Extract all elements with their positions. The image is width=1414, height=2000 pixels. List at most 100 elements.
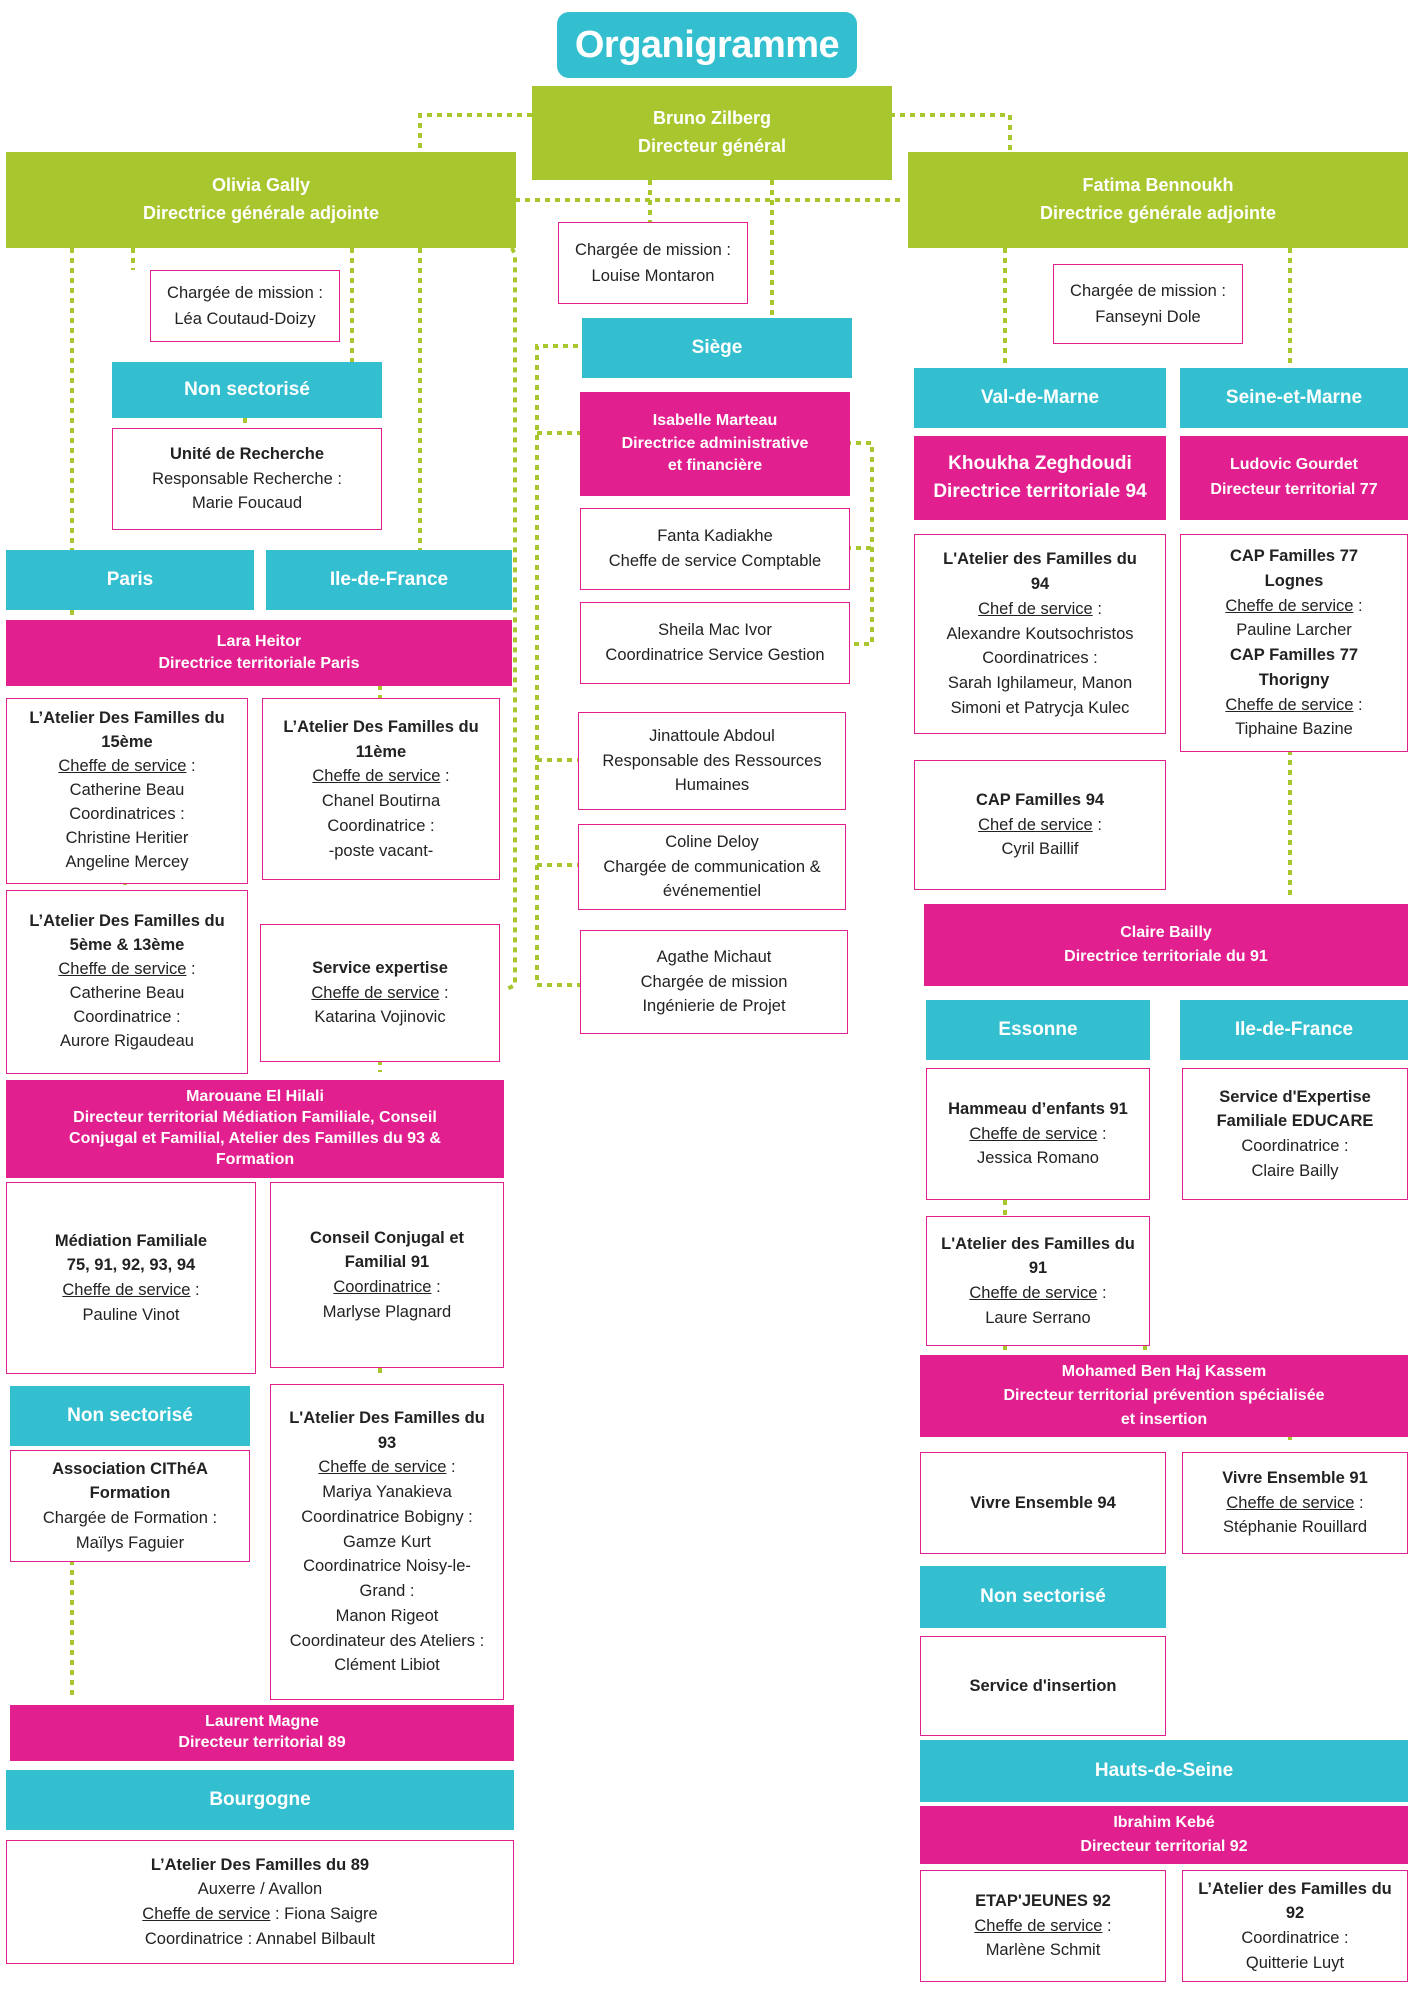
kassem-name: Mohamed Ben Haj Kassem: [1061, 1363, 1267, 1380]
cap94-t1: CAP Familles 94: [975, 790, 1105, 809]
abdoul-r2: Humaines: [674, 776, 750, 795]
atelier94-l5: Simoni et Patrycja Kulec: [950, 698, 1130, 717]
cap77-t4: Thorigny: [1258, 670, 1330, 689]
unit-cap-familles-94: CAP Familles 94 Chef de service : Cyril …: [914, 760, 1166, 890]
mission-dg-box: Chargée de mission : Louise Montaron: [558, 222, 748, 304]
zone-val-de-marne: Val-de-Marne: [914, 368, 1166, 428]
elhilali-r2: Conjugal et Familial, Atelier des Famill…: [69, 1130, 441, 1147]
michaut-r2: Ingénierie de Projet: [642, 997, 786, 1016]
zone-non-sectorise-left: Non sectorisé: [112, 362, 382, 418]
atelier5-title1: L’Atelier Des Familles du: [29, 912, 225, 931]
cap77-l1b: :: [1353, 596, 1363, 615]
vivre91-t1: Vivre Ensemble 91: [1222, 1468, 1368, 1487]
deputy-left-role: Directrice générale adjointe: [142, 203, 380, 223]
mission-dg-title: Chargée de mission :: [575, 240, 731, 259]
etap-l1: Cheffe de service: [974, 1916, 1103, 1935]
manager-magne: Laurent Magne Directeur territorial 89: [10, 1705, 514, 1761]
atelier93-l1: Cheffe de service: [318, 1458, 447, 1477]
atelier93-t2: 93: [377, 1433, 397, 1452]
cap77-l2: Pauline Larcher: [1236, 621, 1352, 640]
unit-abdoul: Jinattoule Abdoul Responsable des Ressou…: [578, 712, 846, 810]
atelier92-l2: Quitterie Luyt: [1245, 1953, 1345, 1972]
etap-l2: Marlène Schmit: [985, 1941, 1101, 1960]
atelier91-l2: Laure Serrano: [985, 1308, 1091, 1327]
atelier5-l3: Coordinatrice :: [73, 1007, 181, 1026]
cap77-t3: CAP Familles 77: [1229, 646, 1359, 664]
atelier15-l5: Angeline Mercey: [65, 852, 189, 871]
atelier15-l3: Coordinatrices :: [69, 804, 185, 823]
mediation-t1: Médiation Familiale: [54, 1231, 208, 1250]
atelier91-t1: L'Atelier des Familles du: [941, 1234, 1135, 1253]
atelier94-l1b: :: [1092, 599, 1102, 618]
atelier5-l2: Catherine Beau: [69, 984, 185, 1002]
atelier93-l5: Coordinatrice Noisy-le-: [303, 1557, 471, 1576]
cap94-l2: Cyril Baillif: [1001, 840, 1079, 859]
unit-conseil-conjugal: Conseil Conjugal et Familial 91 Coordina…: [270, 1182, 504, 1368]
expertise-l1: Cheffe de service: [311, 983, 440, 1002]
atelier11-l1: Cheffe de service: [312, 767, 441, 786]
atelier89-t1: L’Atelier Des Familles du 89: [150, 1855, 370, 1874]
deloy-r1: Chargée de communication &: [603, 857, 821, 876]
manager-marteau: Isabelle Marteau Directrice administrati…: [580, 392, 850, 496]
kadiakhe-name: Fanta Kadiakhe: [657, 527, 773, 546]
atelier92-l1: Coordinatrice :: [1241, 1929, 1349, 1947]
conseil-t1: Conseil Conjugal et: [309, 1228, 464, 1247]
atelier93-l6: Grand :: [359, 1582, 415, 1601]
director-general-role: Directeur général: [637, 136, 787, 156]
zone-hauts-de-seine: Hauts-de-Seine: [920, 1740, 1408, 1802]
zeghdoudi-name: Khoukha Zeghdoudi: [948, 452, 1132, 474]
atelier94-t2: 94: [1030, 575, 1050, 594]
atelier89-l1: Auxerre / Avallon: [197, 1880, 323, 1899]
kadiakhe-role: Cheffe de service Comptable: [608, 552, 822, 570]
mission-dg-name: Louise Montaron: [591, 267, 715, 285]
atelier89-l2b: : Fiona Saigre: [270, 1905, 378, 1923]
atelier93-l8: Coordinateur des Ateliers :: [289, 1631, 485, 1650]
cap77-t1: CAP Familles 77: [1229, 547, 1359, 565]
unit-atelier-89: L’Atelier Des Familles du 89 Auxerre / A…: [6, 1840, 514, 1964]
zone-seine-et-marne: Seine-et-Marne: [1180, 368, 1408, 428]
unit-mediation-familiale: Médiation Familiale 75, 91, 92, 93, 94 C…: [6, 1182, 256, 1374]
director-general-box: Bruno Zilberg Directeur général: [532, 86, 892, 180]
mission-right-name: Fanseyni Dole: [1095, 308, 1201, 326]
vivre94-t1: Vivre Ensemble 94: [970, 1493, 1116, 1512]
cap77-t2: Lognes: [1264, 571, 1324, 590]
atelier94-l1: Chef de service: [978, 599, 1093, 618]
atelier89-l2: Cheffe de service: [142, 1905, 271, 1923]
unit-recherche-name: Marie Foucaud: [191, 494, 303, 513]
abdoul-r1: Responsable des Ressources: [602, 751, 822, 770]
manager-gourdet: Ludovic Gourdet Directeur territorial 77: [1180, 436, 1408, 520]
atelier94-l4: Sarah Ighilameur, Manon: [947, 674, 1133, 693]
unit-mac-ivor: Sheila Mac Ivor Coordinatrice Service Ge…: [580, 602, 850, 684]
cithea-t2: Formation: [89, 1484, 171, 1503]
mission-left-name: Léa Coutaud-Doizy: [174, 310, 316, 328]
educare-t2: Familiale EDUCARE: [1216, 1112, 1374, 1131]
atelier93-l4: Gamze Kurt: [342, 1532, 432, 1551]
conseil-l1b: :: [431, 1278, 441, 1296]
expertise-l1b: :: [439, 983, 449, 1002]
unit-atelier-5-13: L’Atelier Des Familles du 5ème & 13ème C…: [6, 890, 248, 1074]
gourdet-role: Directeur territorial 77: [1210, 481, 1378, 498]
bailly-name: Claire Bailly: [1120, 924, 1212, 941]
deputy-right-name: Fatima Bennoukh: [1082, 175, 1234, 196]
atelier11-l1b: :: [440, 767, 450, 786]
unit-atelier-92: L’Atelier des Familles du 92 Coordinatri…: [1182, 1870, 1408, 1982]
atelier5-l1b: :: [186, 960, 196, 979]
atelier93-l3: Coordinatrice Bobigny :: [301, 1507, 473, 1526]
deloy-name: Coline Deloy: [665, 832, 759, 851]
kebe-role: Directeur territorial 92: [1080, 1838, 1248, 1855]
atelier15-title2: 15ème: [101, 733, 153, 752]
mission-left-box: Chargée de mission : Léa Coutaud-Doizy: [150, 270, 340, 342]
marteau-r1: Directrice administrative: [621, 434, 809, 452]
unit-cithea: Association CIThéA Formation Chargée de …: [10, 1450, 250, 1562]
unit-atelier-93: L'Atelier Des Familles du 93 Cheffe de s…: [270, 1384, 504, 1700]
mediation-t2: 75, 91, 92, 93, 94: [66, 1256, 196, 1275]
atelier5-l1: Cheffe de service: [58, 960, 187, 979]
deputy-director-right-box: Fatima Bennoukh Directrice générale adjo…: [908, 152, 1408, 248]
deputy-left-name: Olivia Gally: [211, 175, 311, 196]
atelier93-t1: L'Atelier Des Familles du: [289, 1408, 485, 1427]
atelier5-title2: 5ème & 13ème: [69, 936, 185, 955]
conseil-l2: Marlyse Plagnard: [322, 1302, 452, 1321]
atelier11-title2: 11ème: [355, 742, 407, 761]
atelier15-title1: L’Atelier Des Familles du: [29, 709, 225, 728]
atelier92-t2: 92: [1285, 1904, 1305, 1923]
